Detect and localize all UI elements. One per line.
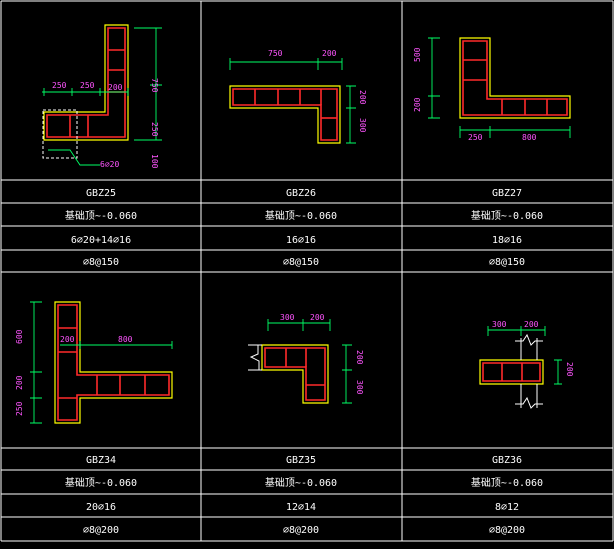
- gbz25-dim-1: 250: [52, 81, 67, 90]
- gbz26-stirrup: ⌀8@150: [283, 257, 319, 268]
- gbz35-longitudinal: 12⌀14: [286, 502, 316, 513]
- gbz36-longitudinal: 8⌀12: [495, 502, 519, 513]
- gbz25-callout: 6⌀20: [100, 160, 119, 169]
- gbz27-dim-2: 200: [413, 97, 422, 112]
- gbz34-stirrup: ⌀8@200: [83, 525, 119, 536]
- table-rows-bottom: GBZ34 GBZ35 GBZ36 基础顶~-0.060 基础顶~-0.060 …: [65, 455, 543, 536]
- gbz36-dim-3: 200: [565, 362, 574, 377]
- gbz27-dim-1: 500: [413, 47, 422, 62]
- gbz35-elevation: 基础顶~-0.060: [265, 476, 337, 489]
- section-gbz25: 250 250 200 750 250 100 6⌀20: [42, 24, 162, 169]
- gbz26-dim-4: 300: [358, 118, 367, 133]
- section-gbz26: 750 200 200 300: [229, 49, 367, 144]
- gbz35-name: GBZ35: [286, 455, 316, 466]
- gbz25-elevation: 基础顶~-0.060: [65, 209, 137, 222]
- gbz36-dim-1: 300: [492, 320, 507, 329]
- gbz34-dim-2: 200: [15, 375, 24, 390]
- section-gbz27: 500 200 250 800: [413, 37, 571, 142]
- gbz36-name: GBZ36: [492, 455, 522, 466]
- gbz26-name: GBZ26: [286, 188, 316, 199]
- section-gbz36: 300 200 200: [479, 320, 574, 409]
- gbz35-dim-3: 200: [355, 350, 364, 365]
- gbz26-dim-3: 200: [358, 90, 367, 105]
- gbz27-elevation: 基础顶~-0.060: [471, 209, 543, 222]
- gbz25-dim-3: 200: [108, 83, 123, 92]
- section-gbz34: 600 200 250 200 800: [15, 301, 173, 424]
- gbz34-longitudinal: 20⌀16: [86, 502, 116, 513]
- gbz36-dim-2: 200: [524, 320, 539, 329]
- gbz27-name: GBZ27: [492, 188, 522, 199]
- gbz27-dim-3: 250: [468, 133, 483, 142]
- gbz25-dim-6: 100: [150, 154, 159, 169]
- gbz25-dim-5: 250: [150, 122, 159, 137]
- gbz34-dim-4: 200: [60, 335, 75, 344]
- gbz26-dim-1: 750: [268, 49, 283, 58]
- gbz27-longitudinal: 18⌀16: [492, 235, 522, 246]
- gbz27-dim-4: 800: [522, 133, 537, 142]
- gbz35-dim-2: 200: [310, 313, 325, 322]
- gbz34-elevation: 基础顶~-0.060: [65, 476, 137, 489]
- gbz34-dim-1: 600: [15, 329, 24, 344]
- gbz36-stirrup: ⌀8@200: [489, 525, 525, 536]
- gbz34-name: GBZ34: [86, 455, 116, 466]
- gbz35-stirrup: ⌀8@200: [283, 525, 319, 536]
- gbz36-elevation: 基础顶~-0.060: [471, 476, 543, 489]
- gbz27-stirrup: ⌀8@150: [489, 257, 525, 268]
- section-gbz35: 300 200 200 300: [248, 313, 364, 404]
- gbz34-dim-3: 250: [15, 401, 24, 416]
- gbz25-longitudinal: 6⌀20+14⌀16: [71, 235, 131, 246]
- gbz35-dim-4: 300: [355, 380, 364, 395]
- gbz25-dim-4: 750: [150, 78, 159, 93]
- gbz34-dim-5: 800: [118, 335, 133, 344]
- gbz26-longitudinal: 16⌀16: [286, 235, 316, 246]
- table-rows-top: GBZ25 GBZ26 GBZ27 基础顶~-0.060 基础顶~-0.060 …: [65, 188, 543, 268]
- gbz25-name: GBZ25: [86, 188, 116, 199]
- gbz26-dim-2: 200: [322, 49, 337, 58]
- gbz25-dim-2: 250: [80, 81, 95, 90]
- gbz26-elevation: 基础顶~-0.060: [265, 209, 337, 222]
- gbz35-dim-1: 300: [280, 313, 295, 322]
- gbz25-stirrup: ⌀8@150: [83, 257, 119, 268]
